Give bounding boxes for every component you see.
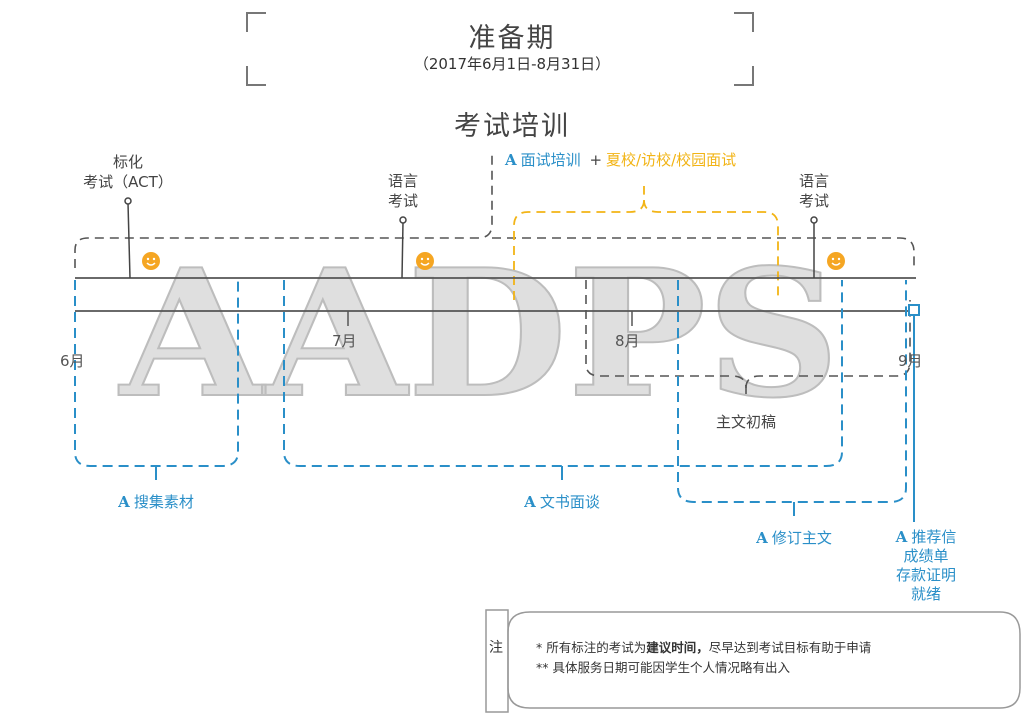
header-corner-bl (246, 66, 266, 86)
smiley-icon (827, 252, 845, 270)
revise-bracket (677, 280, 907, 503)
header-corner-br (734, 66, 754, 86)
exam-label-language-2: 语言考试 (798, 172, 829, 210)
exam-pin-1 (127, 202, 131, 279)
exam-training-brace (74, 150, 493, 268)
month-label-sep: 9月 (898, 352, 923, 370)
month-label-jun: 6月 (60, 352, 85, 370)
exam-label-act: 标化考试（ACT） (83, 153, 173, 191)
note-2: ** 具体服务日期可能因学生个人情况略有出入 (536, 660, 790, 675)
section-title: 考试培训 (454, 111, 570, 142)
aadps-logo-icon: A (756, 529, 768, 547)
smiley-icon (142, 252, 160, 270)
smiley-icon (416, 252, 434, 270)
aadps-logo-icon: A (895, 528, 908, 546)
month-label-jul: 7月 (332, 332, 357, 350)
summer-bracket-right (643, 199, 779, 300)
main-essay-draft-label: 主文初稿 (715, 413, 776, 431)
notes-box (485, 609, 509, 713)
aadps-logo-icon: A (524, 493, 536, 511)
notes-text: * 所有标注的考试为建议时间，尽早达到考试目标有助于申请 ** 具体服务日期可能… (536, 638, 871, 678)
recommendation-marker (908, 304, 920, 316)
exam-training-brace-right (492, 237, 915, 270)
header-corner-tr (734, 12, 754, 32)
month-label-aug: 8月 (615, 332, 640, 350)
writing-bracket (283, 280, 843, 467)
exam-pin-2 (401, 221, 404, 279)
note-1: * 所有标注的考试为建议时间，尽早达到考试目标有助于申请 (536, 640, 872, 655)
page-title: 准备期 (468, 23, 556, 54)
aadps-logo-icon: A (505, 151, 517, 169)
main-draft-bracket (585, 280, 747, 398)
main-draft-bracket-right (745, 300, 911, 389)
aadps-logo-icon: A (118, 493, 130, 511)
summer-bracket (513, 186, 645, 300)
exam-label-language-1: 语言考试 (387, 172, 418, 210)
notes-tag: 注 (489, 640, 503, 656)
page-subtitle: （2017年6月1日-8月31日） (413, 55, 611, 73)
header-corner-tl (246, 12, 266, 32)
collect-bracket (74, 280, 239, 467)
